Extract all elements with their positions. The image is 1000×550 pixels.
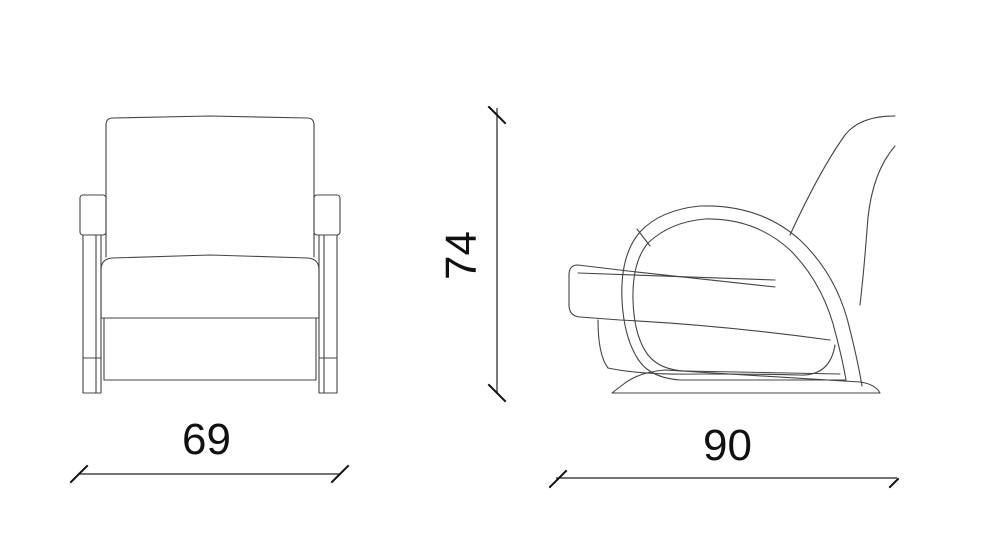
- height-tick-bottom: [487, 383, 507, 403]
- front-view-chair: [79, 115, 341, 394]
- depth-dimension: [548, 469, 900, 489]
- front-seat-cushion: [100, 254, 320, 319]
- side-view-chair: [568, 115, 896, 394]
- side-base-front: [611, 369, 881, 394]
- side-arm-front-loop-inner: [632, 242, 841, 375]
- width-dimension: [69, 464, 350, 484]
- front-left-arm-pad: [79, 194, 107, 236]
- front-right-arm-pad: [313, 194, 341, 236]
- side-arm-outer: [639, 205, 863, 387]
- depth-tick-right: [888, 477, 900, 489]
- side-backrest-front: [859, 145, 896, 306]
- side-seat-lower: [597, 319, 836, 376]
- side-seat-top-line: [577, 272, 776, 281]
- side-arm-inner: [647, 218, 847, 381]
- width-tick-right: [330, 464, 350, 484]
- height-dimension: [487, 105, 507, 403]
- front-base: [103, 317, 317, 381]
- height-tick-top: [487, 105, 507, 125]
- side-backrest-outer: [789, 115, 896, 236]
- side-seat-cushion: [568, 264, 831, 341]
- width-tick-left: [69, 464, 89, 484]
- front-right-leg: [318, 234, 338, 394]
- height-dimension-label: 74: [437, 231, 486, 280]
- side-arm-cap: [636, 228, 651, 247]
- side-arm-front-loop: [621, 231, 847, 381]
- depth-dimension-label: 90: [703, 421, 752, 470]
- front-left-leg: [82, 234, 102, 394]
- width-dimension-label: 69: [182, 415, 231, 464]
- front-backrest: [105, 115, 315, 258]
- depth-tick-left: [548, 469, 568, 489]
